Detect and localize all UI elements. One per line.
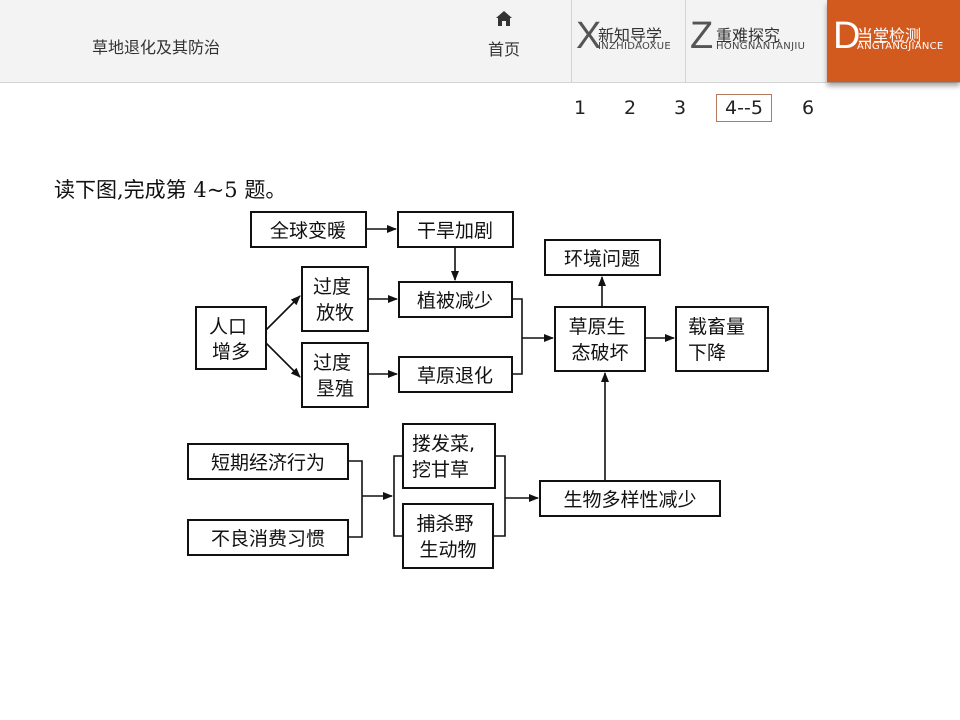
- arrow-population-to-overcultivation: [265, 342, 301, 378]
- svg-text:生物多样性减少: 生物多样性减少: [563, 489, 696, 511]
- svg-text:过度 垦殖: 过度 垦殖: [313, 352, 357, 400]
- box-environment-problem: 环境问题: [544, 239, 661, 276]
- page-link-4-5[interactable]: 4--5: [716, 94, 772, 122]
- box-global-warming: 全球变暖: [250, 211, 367, 248]
- page-link-1[interactable]: 1: [573, 97, 587, 119]
- svg-text:搂发菜, 挖甘草: 搂发菜, 挖甘草: [412, 433, 481, 481]
- tab-letter: Z: [690, 15, 714, 57]
- tab-letter: X: [576, 15, 602, 57]
- box-hunt-wildlife: 捕杀野 生动物: [402, 503, 494, 569]
- tab-xinzhi-daoxue[interactable]: X 新知导学 INZHIDAOXUE: [571, 0, 686, 82]
- bracket-vegetation-degradation: [512, 298, 523, 375]
- tab-letter: D: [833, 15, 861, 57]
- bracket-causes: [348, 460, 363, 538]
- svg-text:全球变暖: 全球变暖: [270, 220, 346, 242]
- svg-text:环境问题: 环境问题: [564, 248, 640, 270]
- tab-pinyin: HONGNANTANJIU: [716, 41, 806, 52]
- svg-text:载畜量 下降: 载畜量 下降: [688, 316, 751, 364]
- box-drought: 干旱加剧: [397, 211, 514, 248]
- box-livestock-capacity-decline: 载畜量 下降: [675, 306, 769, 372]
- svg-text:捕杀野 生动物: 捕杀野 生动物: [416, 513, 479, 561]
- arrow-population-to-overgrazing: [265, 295, 301, 331]
- home-label: 首页: [487, 40, 520, 59]
- home-icon: [496, 11, 512, 26]
- question-prompt: 读下图,完成第 4~5 题。: [54, 178, 287, 202]
- tab-dangtang-jiance[interactable]: D 当堂检测 ANGTANGJIANCE: [827, 0, 960, 82]
- tab-pinyin: ANGTANGJIANCE: [857, 41, 944, 52]
- bracket-actions-right: [493, 455, 506, 537]
- svg-text:人口 增多: 人口 增多: [209, 316, 253, 363]
- top-navigation-bar: 草地退化及其防治 首页 X 新知导学 INZHIDAOXUE Z 重难探究 HO…: [0, 0, 960, 83]
- box-harvest-plants: 搂发菜, 挖甘草: [402, 423, 496, 489]
- svg-text:干旱加剧: 干旱加剧: [417, 220, 493, 242]
- svg-text:植被减少: 植被减少: [417, 290, 493, 312]
- tab-label: 重难探究: [716, 26, 781, 45]
- box-overcultivation: 过度 垦殖: [301, 342, 369, 408]
- svg-text:草原生 态破坏: 草原生 态破坏: [568, 316, 631, 364]
- bracket-actions-left: [393, 455, 403, 537]
- box-short-term-economic: 短期经济行为: [187, 443, 349, 480]
- box-biodiversity-loss: 生物多样性减少: [539, 480, 721, 517]
- diagram-connectors: [265, 225, 675, 538]
- page-link-2[interactable]: 2: [623, 97, 637, 119]
- svg-text:过度 放牧: 过度 放牧: [313, 276, 357, 324]
- page-link-6[interactable]: 6: [801, 97, 815, 119]
- box-overgrazing: 过度 放牧: [301, 266, 369, 332]
- tab-label: 当堂检测: [857, 26, 922, 45]
- box-grassland-degradation: 草原退化: [398, 356, 513, 393]
- svg-text:草原退化: 草原退化: [417, 365, 493, 387]
- home-button[interactable]: 首页: [478, 10, 530, 70]
- tab-label: 新知导学: [598, 26, 663, 45]
- svg-text:短期经济行为: 短期经济行为: [211, 452, 325, 474]
- box-eco-damage: 草原生 态破坏: [554, 306, 646, 372]
- tab-zhongnan-tanjiu[interactable]: Z 重难探究 HONGNANTANJIU: [685, 0, 828, 82]
- svg-text:不良消费习惯: 不良消费习惯: [211, 528, 325, 550]
- box-vegetation-decrease: 植被减少: [398, 281, 513, 318]
- tab-pinyin: INZHIDAOXUE: [598, 41, 671, 52]
- box-bad-consumption: 不良消费习惯: [187, 519, 349, 556]
- page-link-3[interactable]: 3: [673, 97, 687, 119]
- lesson-title: 草地退化及其防治: [92, 38, 221, 57]
- box-population-growth: 人口 增多: [195, 306, 267, 370]
